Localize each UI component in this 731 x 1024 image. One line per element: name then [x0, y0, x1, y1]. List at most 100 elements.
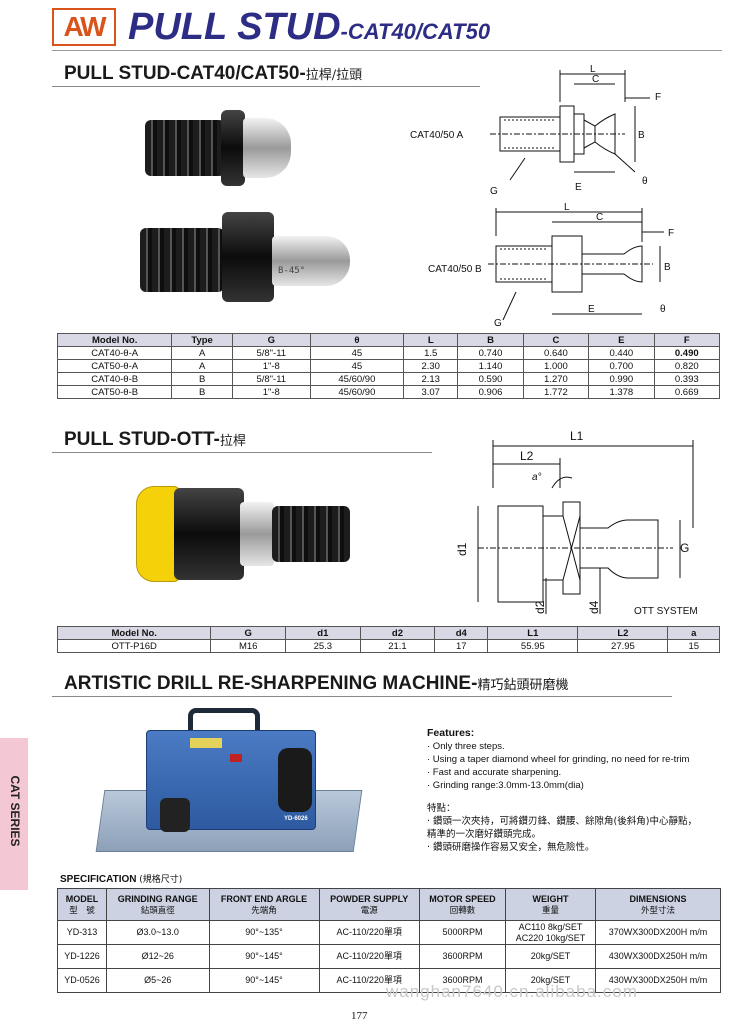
- column-header: d1: [285, 626, 361, 640]
- table-cell: 5/8"-11: [231, 372, 311, 386]
- table-cell: 1.772: [522, 385, 590, 399]
- column-header: Model No.: [56, 333, 173, 347]
- table-cell: CAT50-θ-A: [56, 359, 173, 373]
- table-cell: YD-1226: [57, 944, 107, 969]
- table-cell: 1"-8: [231, 359, 311, 373]
- column-header: d2: [359, 626, 436, 640]
- table-cell: B: [171, 385, 233, 399]
- weight-line-2: AC220 10kg/SET: [515, 932, 586, 943]
- table-cell: 20kg/SET: [505, 944, 596, 969]
- feature-cn-item: 精準的一次磨好鑽頭完成。: [427, 829, 542, 840]
- dim-d2: d2: [533, 600, 547, 614]
- table-cell: AC-110/220單項: [318, 944, 420, 969]
- table-cell: 0.740: [457, 346, 524, 360]
- column-header-en: DIMENSIONS: [629, 893, 687, 904]
- ott-spec-table: Model No. G d1 d2 d4 L1 L2 a OTT-P16D M1…: [56, 626, 720, 653]
- table-cell: 2.30: [403, 359, 459, 373]
- features-heading: Features:: [427, 727, 475, 739]
- column-header-en: FRONT END ARGLE: [220, 893, 308, 904]
- table-row: YD-1226 Ø12~26 90°~145° AC-110/220單項 360…: [57, 944, 722, 969]
- column-header-cn: 回轉數: [449, 905, 476, 916]
- table-cell: CAT40-θ-B: [56, 372, 173, 386]
- table-cell: 1.270: [522, 372, 590, 386]
- column-header-en: MOTOR SPEED: [429, 893, 496, 904]
- column-header-en: WEIGHT: [532, 893, 569, 904]
- machine-panel-label: YD-6026: [284, 816, 308, 822]
- features-block: Features: · Only three steps. · Using a …: [427, 727, 722, 854]
- column-header: G: [210, 626, 287, 640]
- table-cell: 90°~135°: [208, 920, 320, 945]
- table-row: CAT40-θ-B B 5/8"-11 45/60/90 2.13 0.590 …: [56, 372, 721, 386]
- watermark-text: wanghan7640.cn.alibaba.com: [386, 982, 638, 1001]
- dim-d4: d4: [587, 600, 601, 614]
- table-cell: 5/8"-11: [231, 346, 311, 360]
- column-header: Model No.: [56, 626, 212, 640]
- table-cell: 0.669: [653, 385, 721, 399]
- table-cell: 3.07: [403, 385, 459, 399]
- table-cell: 1.5: [403, 346, 459, 360]
- table-cell: 0.393: [653, 372, 721, 386]
- dim-G-b: G: [494, 318, 502, 328]
- table-header-row: Model No. Type G θ L B C E F: [56, 333, 721, 347]
- stud-marking: B-45°: [278, 266, 306, 276]
- feature-cn-item: · 鑽頭研磨操作容易又安全，無危險性。: [427, 842, 595, 853]
- column-header-en: POWDER SUPPLY: [330, 893, 409, 904]
- table-cell: 45: [309, 359, 405, 373]
- section-divider: [52, 86, 480, 87]
- dim-L-b: L: [564, 202, 570, 213]
- column-header: a: [667, 626, 720, 640]
- column-header-cn: 鉆頭直徑: [140, 905, 175, 916]
- table-cell: 5000RPM: [418, 920, 507, 945]
- column-header: C: [522, 333, 590, 347]
- pull-stud-cat-b-photo: B-45°: [140, 212, 354, 302]
- column-header: G: [231, 333, 311, 347]
- cat-b-technical-drawing: CAT40/50 B L C F B E G θ: [428, 202, 688, 329]
- table-row: CAT50-θ-B B 1"-8 45/60/90 3.07 0.906 1.7…: [56, 385, 721, 399]
- table-cell: 0.700: [588, 359, 655, 373]
- column-header: Type: [171, 333, 233, 347]
- specification-heading: SPECIFICATION (規格尺寸): [60, 872, 182, 885]
- header-divider: [52, 50, 722, 51]
- section-title-cat: PULL STUD-CAT40/CAT50-拉桿/拉頭: [64, 63, 362, 85]
- side-tab-label: CAT SERIES: [8, 775, 22, 847]
- dim-L1: L1: [570, 429, 584, 443]
- table-row: CAT50-θ-A A 1"-8 45 2.30 1.140 1.000 0.7…: [56, 359, 721, 373]
- cat-a-label: CAT40/50 A: [410, 130, 464, 141]
- page-title-sub: -CAT40/CAT50: [340, 19, 491, 44]
- table-cell: A: [171, 359, 233, 373]
- table-cell: 25.3: [285, 639, 361, 653]
- feature-item: · Grinding range:3.0mm-13.0mm(dia): [427, 780, 584, 791]
- section-divider: [52, 696, 672, 697]
- table-cell: B: [171, 372, 233, 386]
- table-cell: 0.590: [457, 372, 524, 386]
- feature-item: · Fast and accurate sharpening.: [427, 767, 562, 778]
- table-row: YD-313 Ø3.0~13.0 90°~135° AC-110/220單項 5…: [57, 920, 722, 945]
- section-title-cat-en: PULL STUD-CAT40/CAT50-: [64, 63, 306, 84]
- dim-theta-b: θ: [660, 304, 666, 315]
- dim-E-a: E: [575, 182, 582, 193]
- table-cell: 0.906: [457, 385, 524, 399]
- cat-a-technical-drawing: CAT40/50 A L C F B E G θ: [410, 62, 680, 202]
- table-cell: 0.990: [588, 372, 655, 386]
- section-title-machine: ARTISTIC DRILL RE-SHARPENING MACHINE-精巧鉆…: [64, 673, 568, 695]
- column-header: B: [457, 333, 524, 347]
- cat-spec-table: Model No. Type G θ L B C E F CAT40-θ-A A…: [56, 333, 721, 399]
- page-header: AW PULL STUD-CAT40/CAT50: [52, 6, 722, 50]
- table-cell: 27.95: [577, 639, 669, 653]
- table-cell: Ø3.0~13.0: [105, 920, 210, 945]
- section-title-ott-en: PULL STUD-OTT-: [64, 429, 220, 450]
- ott-technical-drawing: L1 L2 a° d1 G d2 d4 OTT SYSTEM: [448, 428, 710, 618]
- table-cell: AC-110/220單項: [318, 968, 420, 993]
- table-cell: 1.140: [457, 359, 524, 373]
- dim-L-a: L: [590, 64, 596, 75]
- table-cell: CAT40-θ-A: [56, 346, 173, 360]
- table-cell: 90°~145°: [208, 968, 320, 993]
- column-header: E: [588, 333, 655, 347]
- cat-b-label: CAT40/50 B: [428, 264, 482, 275]
